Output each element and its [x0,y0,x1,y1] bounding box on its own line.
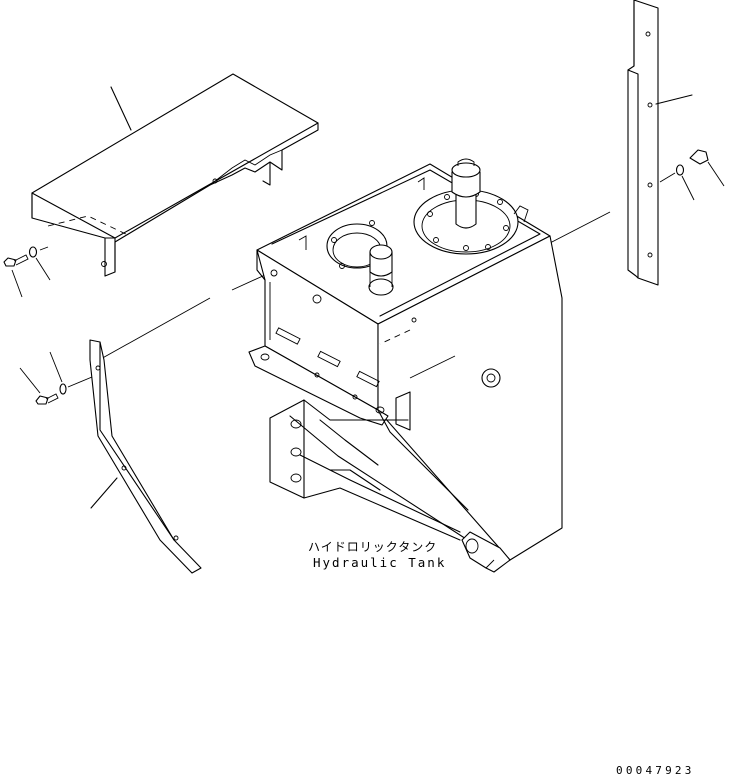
tank-breather-cap [413,158,529,255]
bracket-bolt [35,393,59,405]
part-label-japanese: ハイドロリックタンク [308,540,438,554]
right-bolt [689,149,709,165]
center-line-4 [67,376,93,388]
leader-bolt-1 [11,269,23,298]
tank-filler-cap [326,220,394,296]
center-line-1 [39,246,49,251]
leader-bolt-2 [19,367,41,394]
leader-bolt-3 [707,161,725,187]
bracket-washer [59,383,67,395]
leader-cover [110,86,132,131]
center-line-6 [659,172,676,183]
center-line-2 [89,297,211,366]
leader-bracket [90,477,118,509]
leader-washer-2 [49,351,63,383]
center-line-5 [547,211,611,245]
right-vertical-bracket [627,0,659,286]
drawing-number: 00047923 [616,764,695,777]
right-washer [675,164,685,176]
leader-washer-3 [681,175,695,201]
part-label-english: Hydraulic Tank [313,555,447,570]
left-support-bracket [89,339,202,574]
center-line-3 [231,274,266,291]
leader-right-bracket [655,94,693,105]
cover-bolt [3,254,29,267]
tank-cover-plate [31,73,319,277]
cover-washer [28,246,38,258]
leader-washer-1 [35,257,51,281]
